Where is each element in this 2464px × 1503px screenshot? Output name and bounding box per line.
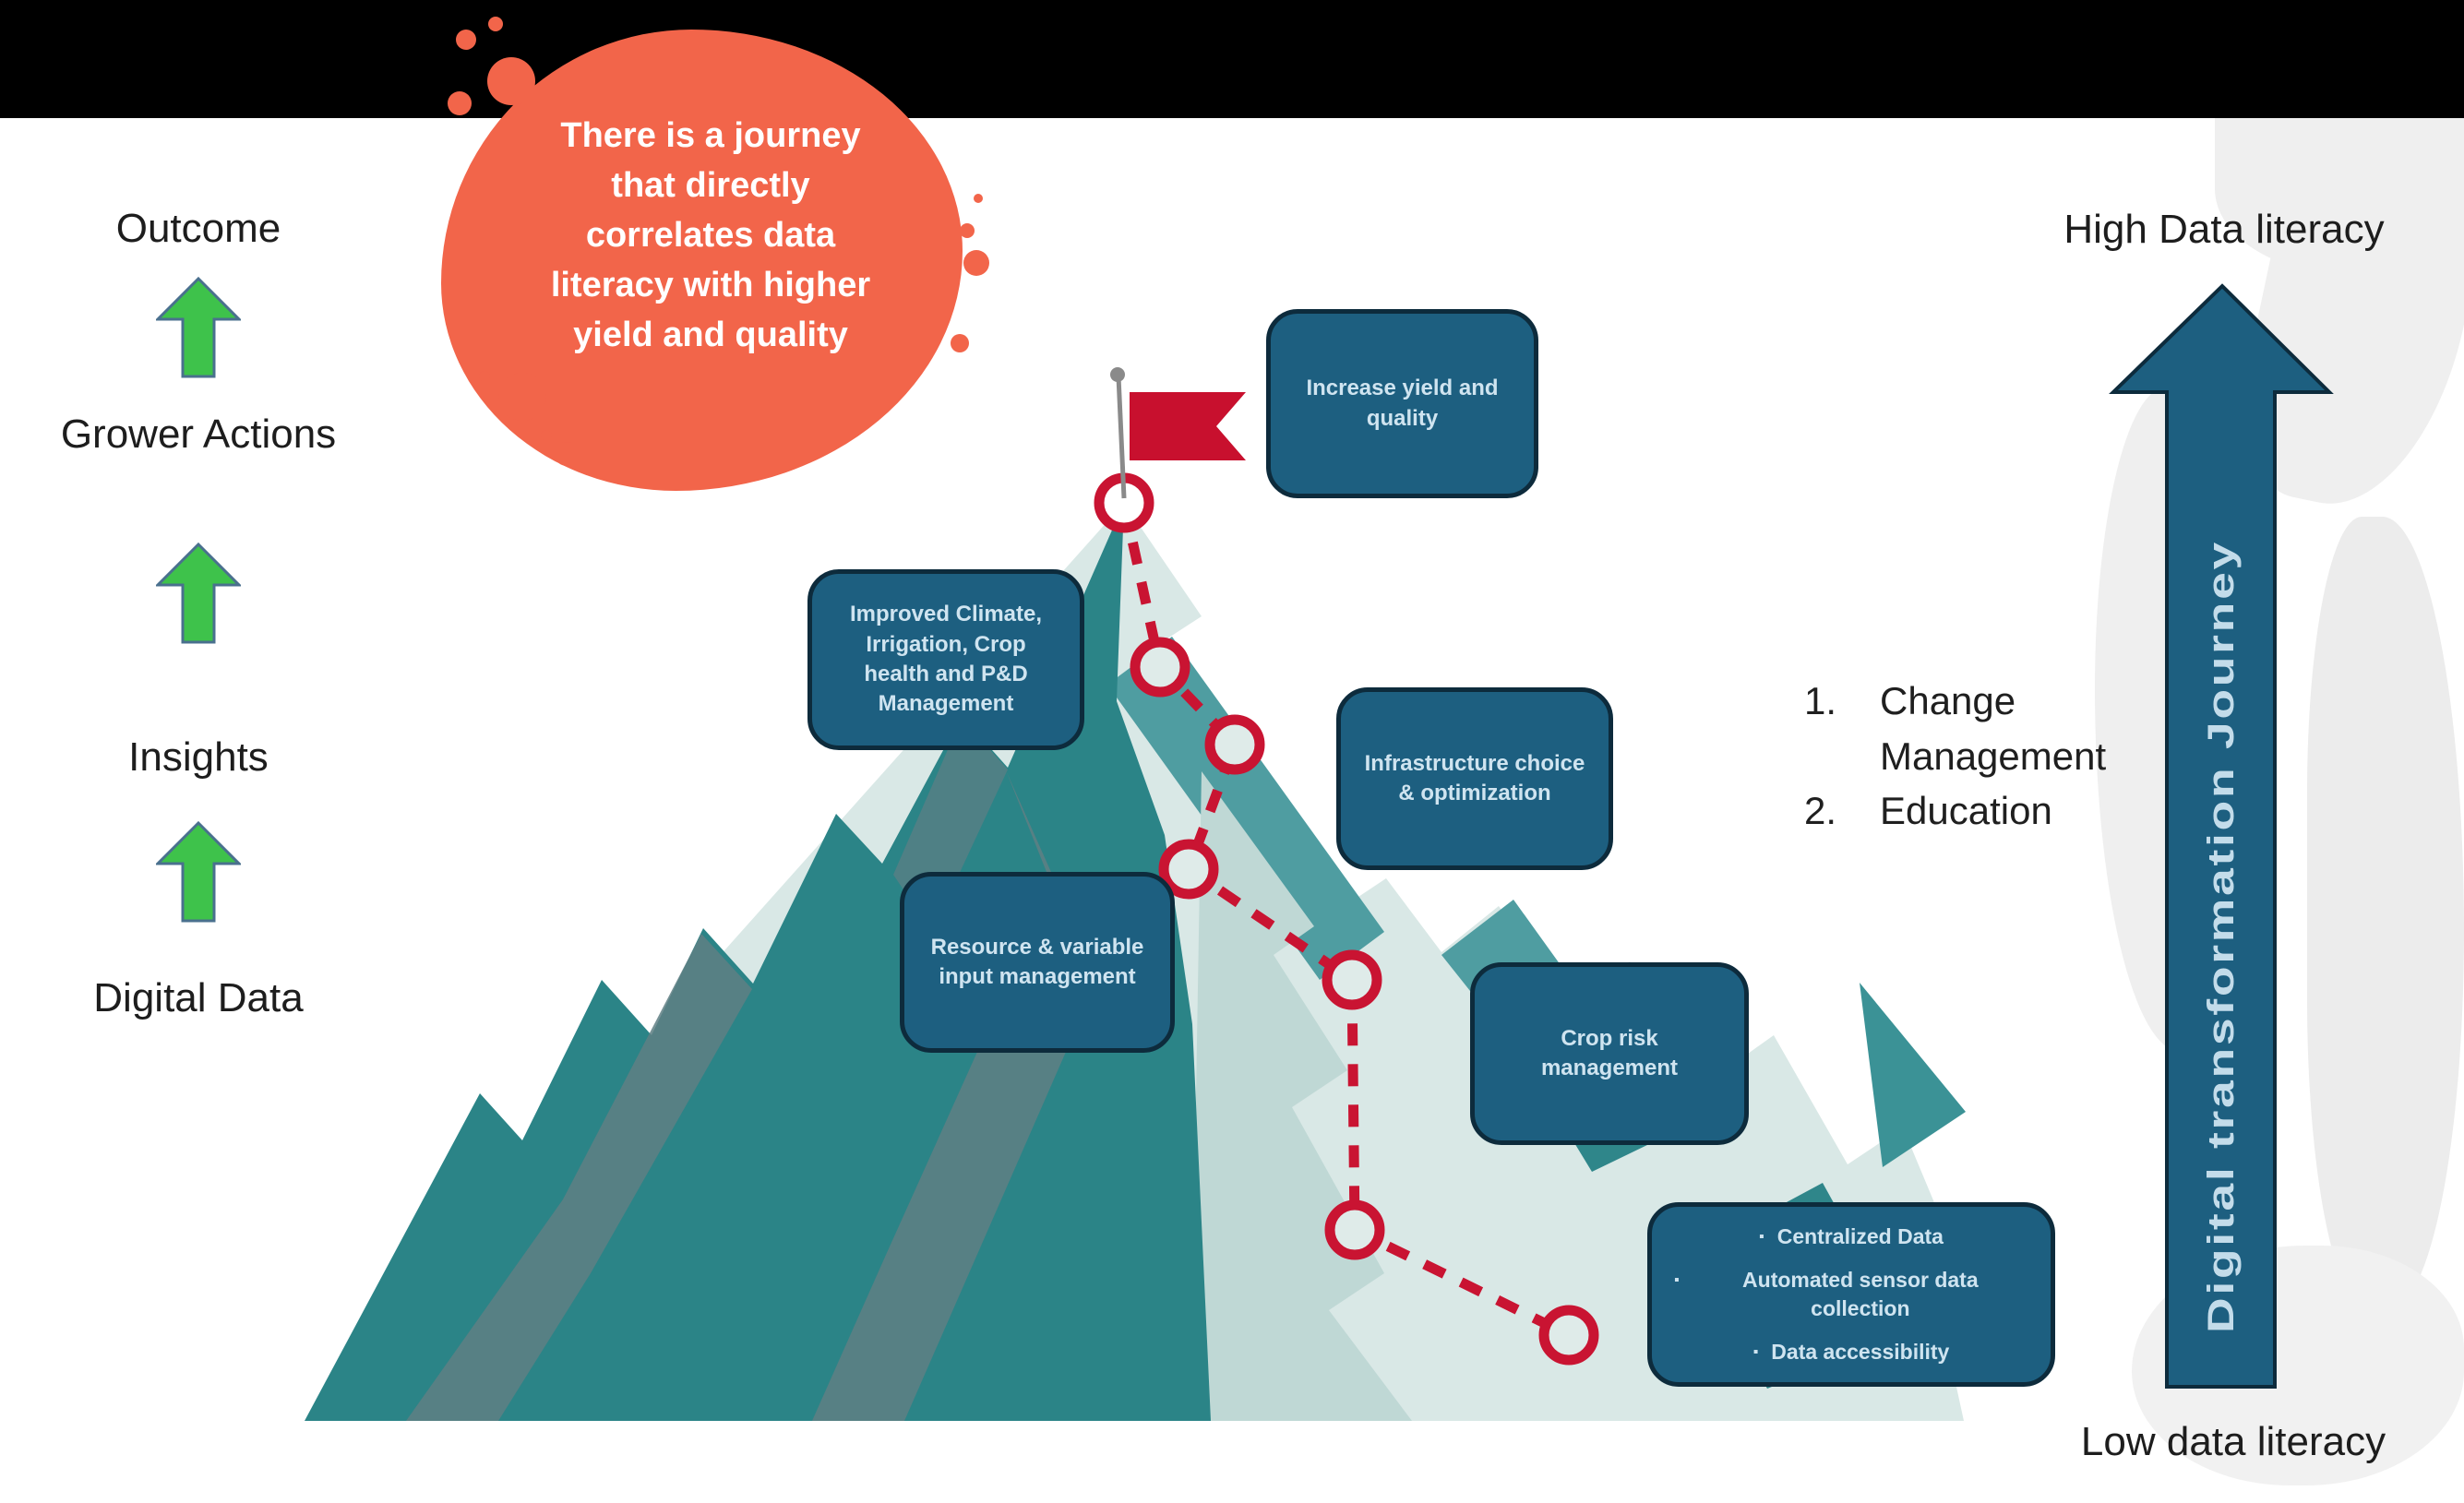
bullet-icon [1753, 1338, 1759, 1366]
callout-splash-dot [951, 334, 969, 352]
mountain-gray-streak [812, 770, 1098, 1421]
callout-splash-dot [541, 430, 552, 441]
transformation-arrow [2109, 283, 2334, 1389]
high-data-literacy-label: High Data literacy [2063, 207, 2385, 252]
box-infrastructure: Infrastructure choice & optimization [1336, 687, 1613, 870]
bullet-icon [1759, 1223, 1764, 1251]
top-banner [0, 0, 2464, 118]
mountain-teal-patch [1860, 983, 1966, 1167]
journey-waypoint [1322, 949, 1382, 1010]
box-data-foundation: Centralized Data Automated sensor data c… [1647, 1202, 2055, 1387]
list-item-label: Change Management [1880, 679, 2107, 778]
watercolor-texture [2307, 517, 2464, 1310]
low-data-literacy-label: Low data literacy [2080, 1419, 2386, 1464]
journey-waypoint [1158, 839, 1219, 900]
bullet-item: Automated sensor data collection [1674, 1266, 2028, 1323]
summit-flag-icon [1130, 392, 1246, 460]
journey-waypoint [1204, 714, 1265, 775]
bullet-text: Centralized Data [1776, 1223, 1944, 1248]
callout-text: There is a journey that directly correla… [550, 116, 871, 354]
callout-splash-dot [479, 371, 490, 382]
ladder-label-insights: Insights [128, 734, 269, 780]
callout-splash-dot [960, 223, 975, 238]
box-resource-management: Resource & variable input management [900, 872, 1175, 1053]
bullet-text: Data accessibility [1771, 1340, 1950, 1365]
flag-pole [1116, 376, 1127, 499]
bullet-text: Automated sensor data collection [1742, 1267, 1979, 1320]
callout-splash-dot [974, 194, 983, 203]
ladder-label-grower-actions: Grower Actions [60, 412, 337, 457]
box-improved-climate: Improved Climate, Irrigation, Crop healt… [807, 569, 1084, 750]
list-item: 1. Change Management [1804, 674, 2192, 783]
up-arrow-icon [156, 543, 241, 644]
callout-splash-dot [963, 250, 989, 276]
transformation-arrow-label: Digital transformation Journey [2201, 540, 2242, 1333]
bullet-item: Centralized Data [1759, 1223, 1944, 1251]
list-item: 2. Education [1804, 783, 2192, 839]
ladder-label-digital-data: Digital Data [93, 975, 304, 1020]
list-item-label: Education [1880, 789, 2052, 833]
mountain-gray-streak [406, 934, 752, 1421]
callout-splash-dot [456, 30, 476, 50]
box-increase-yield: Increase yield and quality [1266, 309, 1538, 498]
journey-waypoint [1130, 637, 1190, 698]
watercolor-texture [2215, 118, 2464, 275]
enablers-list: 1. Change Management 2. Education [1804, 674, 2192, 839]
bullet-icon [1674, 1266, 1680, 1294]
journey-waypoint [1324, 1199, 1385, 1260]
up-arrow-icon [156, 821, 241, 923]
mountain-mid-ridge [1107, 637, 1384, 980]
list-item-number: 2. [1804, 789, 1837, 833]
callout-splash-dot [448, 91, 472, 115]
box-crop-risk: Crop risk management [1470, 962, 1749, 1145]
callout-splash-dot [498, 373, 546, 421]
callout-splash-dot [555, 442, 579, 466]
ladder-label-outcome: Outcome [115, 206, 281, 251]
up-arrow-icon [156, 277, 241, 378]
callout-splash-dot [487, 57, 535, 105]
journey-waypoint [1538, 1305, 1599, 1366]
callout-splash-dot [488, 17, 503, 31]
flag-pole-knob [1110, 367, 1125, 382]
list-item-number: 1. [1804, 679, 1837, 722]
bullet-item: Data accessibility [1753, 1338, 1950, 1366]
